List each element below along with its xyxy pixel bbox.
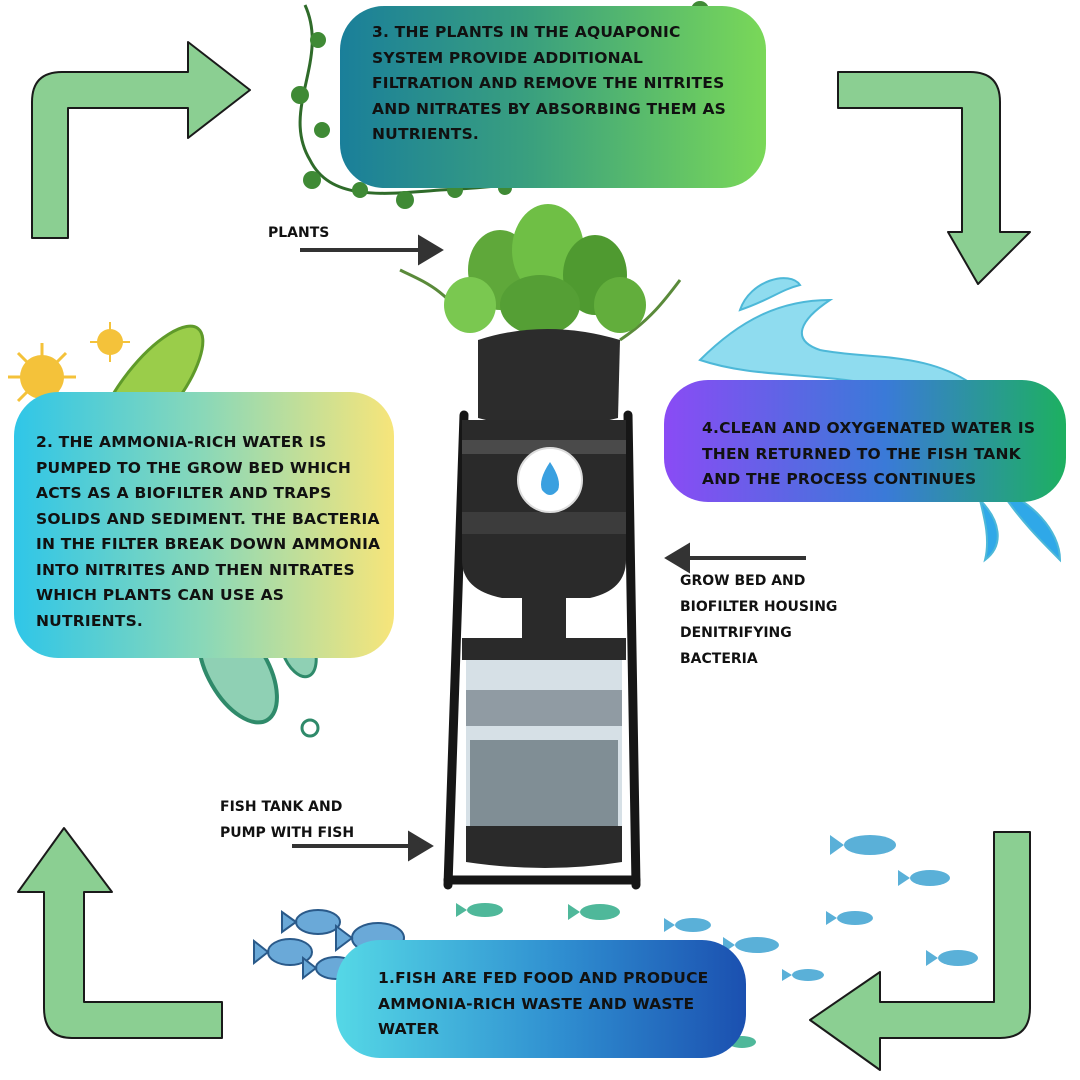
water-drop-icon <box>541 462 559 495</box>
grow-bed-label: Grow bed and biofilter housing denitrify… <box>680 573 838 667</box>
step4-text: 4.Clean and oxygenated water is then ret… <box>702 419 1036 488</box>
cycle-arrow-top-left <box>31 41 251 239</box>
step2-box <box>14 392 394 658</box>
fish-tank-label: Fish tank and pump with fish <box>220 799 355 841</box>
cycle-arrow-bottom-right <box>809 831 1031 1071</box>
water-splash-icon <box>698 277 1062 563</box>
step4-box <box>664 380 1066 502</box>
step1-text: 1.Fish are fed food and produce ammonia-… <box>378 969 709 1038</box>
step3-text: 3. The plants in the aquaponic system pr… <box>372 23 727 143</box>
stand-frame <box>443 410 641 890</box>
grow-bed-bag <box>478 329 620 427</box>
fish-tank <box>462 638 626 868</box>
step1-box <box>336 940 746 1058</box>
cycle-arrow-top-right <box>837 71 1031 285</box>
cycle-arrow-bottom-left <box>17 827 223 1039</box>
step2-text: 2. The ammonia-rich water is pumped to t… <box>36 433 381 630</box>
plants-label: Plants <box>268 225 330 241</box>
step3-box <box>340 6 766 188</box>
plants-icon <box>399 204 682 342</box>
